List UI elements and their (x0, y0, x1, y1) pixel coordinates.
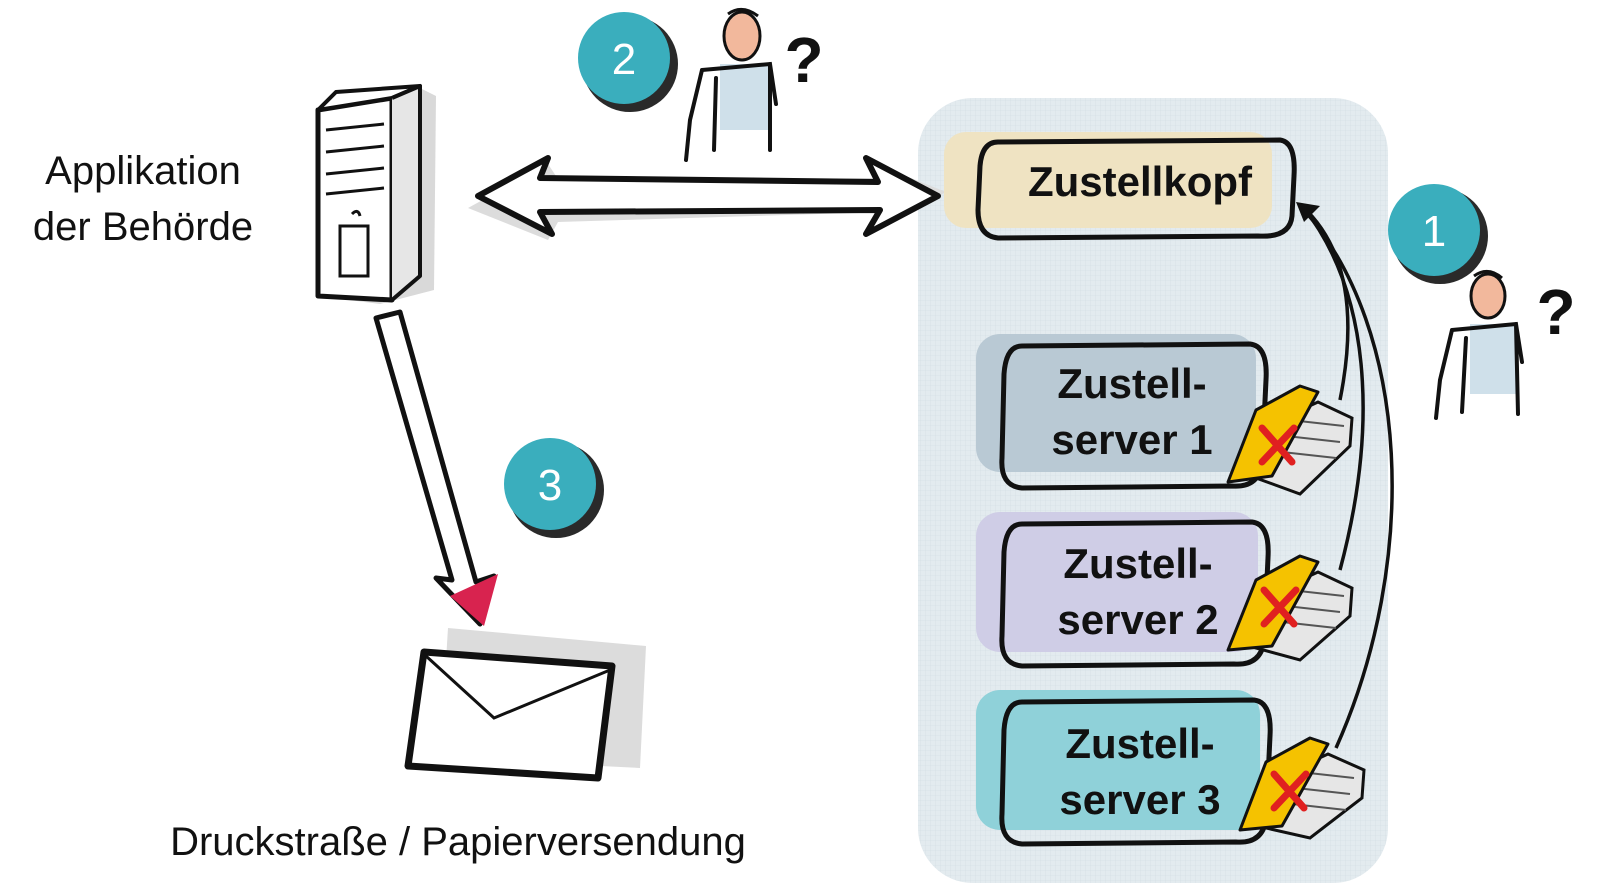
failed-mailbox-icon (1226, 554, 1354, 662)
zustellkopf-box: Zustellkopf (944, 132, 1297, 241)
failed-mailbox-icon (1226, 384, 1354, 496)
tower-computer-icon (315, 84, 436, 304)
feedback-arrowhead (1296, 202, 1320, 222)
question-mark-2: ? (784, 24, 823, 96)
step-badge-3: 3 (504, 438, 604, 538)
svg-text:1: 1 (1422, 207, 1446, 256)
server-3-label-line1: Zustell- (1065, 720, 1214, 767)
failed-mailbox-icon (1238, 736, 1366, 840)
server-panel (918, 98, 1388, 883)
server-1-label-line2: server 1 (1051, 416, 1212, 463)
print-label: Druckstraße / Papierversendung (170, 820, 746, 864)
feedback-arrows (1300, 204, 1394, 749)
server-1-label-line1: Zustell- (1057, 360, 1206, 407)
server-box-2: Zustell- server 2 (976, 512, 1271, 669)
svg-text:3: 3 (538, 461, 562, 510)
zustellkopf-label: Zustellkopf (1028, 158, 1253, 205)
person-icon (1434, 270, 1524, 420)
question-mark-1: ? (1536, 276, 1575, 348)
down-arrow (373, 309, 498, 627)
svg-text:2: 2 (612, 35, 636, 84)
step-badge-2: 2 (578, 12, 678, 112)
person-icon (684, 8, 778, 162)
bidirectional-arrow (468, 155, 946, 240)
envelope-icon (404, 628, 646, 782)
app-label-line1: Applikation (45, 149, 241, 193)
server-3-label-line2: server 3 (1059, 776, 1220, 823)
server-box-3: Zustell- server 3 (976, 690, 1273, 847)
server-2-label-line1: Zustell- (1063, 540, 1212, 587)
server-box-1: Zustell- server 1 (976, 334, 1269, 491)
app-label-line2: der Behörde (33, 205, 253, 249)
server-2-label-line2: server 2 (1057, 596, 1218, 643)
step-badge-1: 1 (1388, 184, 1488, 284)
